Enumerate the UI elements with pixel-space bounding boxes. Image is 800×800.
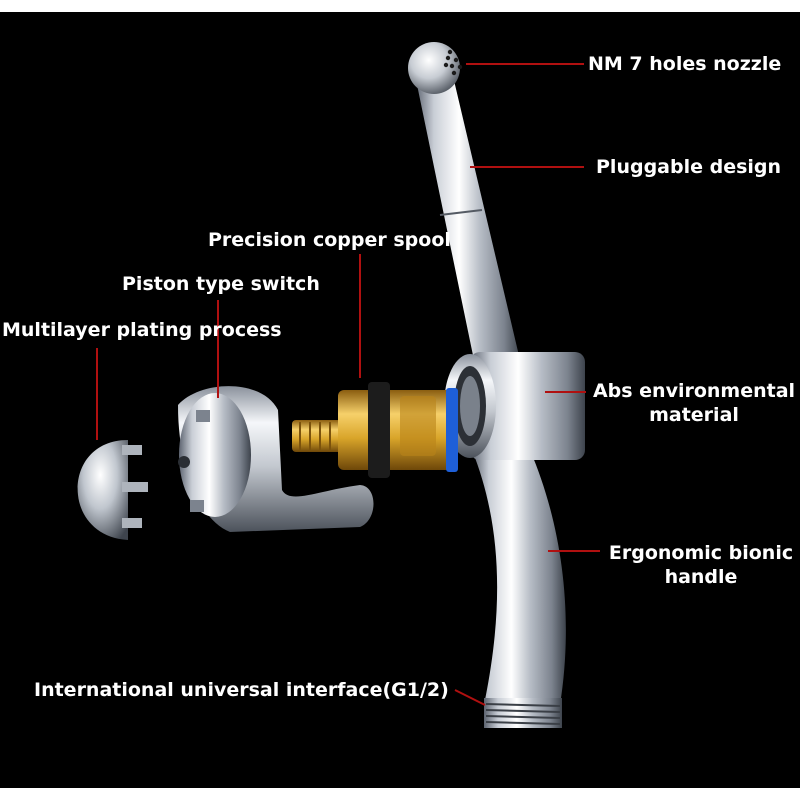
leader-lines bbox=[96, 63, 600, 706]
end-cap bbox=[77, 440, 148, 540]
nozzle-head bbox=[408, 42, 463, 94]
valve-body bbox=[444, 352, 585, 460]
curved-handle bbox=[472, 450, 566, 705]
label-nozzle: NM 7 holes nozzle bbox=[588, 53, 782, 75]
label-piston-switch: Piston type switch bbox=[122, 273, 320, 295]
label-ergonomic-handle: Ergonomic bionic handle bbox=[604, 541, 798, 589]
label-abs-line1: Abs environmental bbox=[592, 380, 796, 402]
brass-cartridge bbox=[292, 382, 458, 478]
label-copper-spool: Precision copper spool bbox=[208, 229, 451, 251]
switch-lever bbox=[178, 386, 374, 532]
label-abs-line2: material bbox=[649, 404, 739, 426]
thread-connector bbox=[484, 698, 562, 728]
label-handle-line2: handle bbox=[664, 566, 738, 588]
nozzle-tube bbox=[415, 72, 520, 365]
label-universal-interface: International universal interface(G1/2) bbox=[34, 679, 449, 701]
label-abs-material: Abs environmental material bbox=[590, 379, 798, 427]
label-plating-process: Multilayer plating process bbox=[2, 319, 282, 341]
leader-interface bbox=[454, 689, 486, 706]
label-pluggable-design: Pluggable design bbox=[596, 156, 782, 178]
label-handle-line1: Ergonomic bionic bbox=[608, 542, 794, 564]
